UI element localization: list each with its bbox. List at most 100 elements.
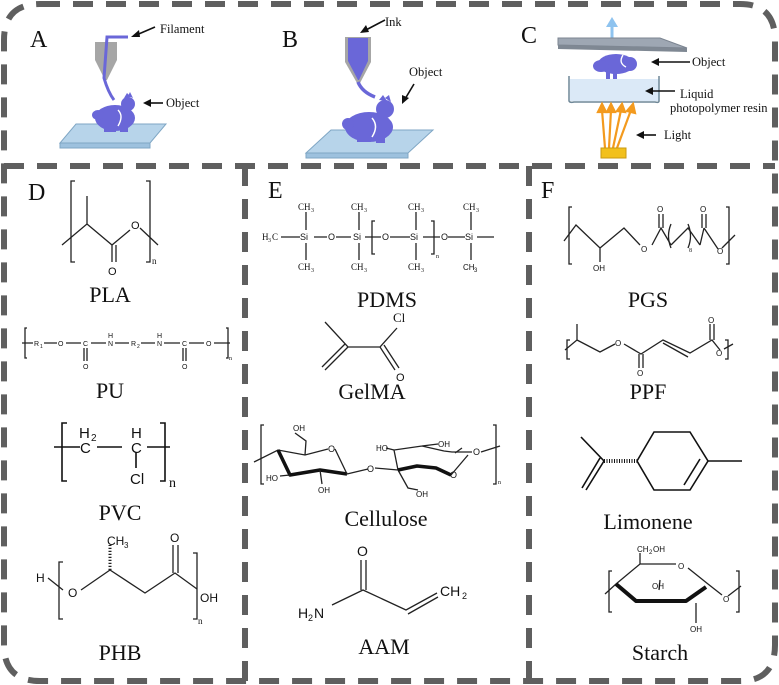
svg-text:O: O [717,247,723,256]
material-name-cellulose: Cellulose [344,506,427,531]
svg-text:3: 3 [476,208,479,214]
svg-text:CH: CH [351,202,364,212]
svg-text:CH: CH [440,583,460,599]
structure-cellulose: OH O HO OH O HO OH O O OH n [253,424,501,499]
bunny-haunch-highlight [371,117,377,138]
svg-text:O: O [328,444,335,454]
bunny-object-icon [92,92,135,132]
build-plate-edge [59,142,151,149]
material-name-gelma-visible: GelMA [338,379,405,404]
object-arrowhead-c [651,58,659,66]
svg-text:HO: HO [266,474,278,483]
object-arrowhead-b [402,95,409,104]
svg-text:O: O [58,341,64,348]
svg-text:OH: OH [438,440,450,449]
svg-text:O: O [170,531,179,545]
material-name-limonene: Limonene [603,509,692,534]
svg-text:n: n [229,356,232,362]
svg-text:OH: OH [653,545,665,554]
svg-text:N: N [108,341,113,348]
svg-text:Si: Si [410,232,418,242]
ink-fill [348,38,368,80]
svg-text:OH: OH [416,490,428,499]
ink-label: Ink [385,15,402,29]
object-label-c: Object [692,55,726,69]
svg-text:CH: CH [298,262,311,272]
structure-pvc: H 2 C H C Cl n [54,422,176,491]
panel-f: F O O O O OH 8 PGS O O O O PPF [541,178,742,665]
svg-text:C: C [182,341,187,348]
material-name-ppf: PPF [630,379,667,404]
panel-letter-f: F [541,178,554,204]
structure-phb: H O CH 3 O OH n [36,531,218,626]
object-arrow-b [404,83,415,100]
filament-label: Filament [160,22,205,36]
svg-text:O: O [83,364,89,371]
svg-text:OH: OH [318,486,330,495]
svg-text:O: O [396,372,405,384]
material-name-pdms: PDMS [357,287,417,312]
svg-text:H: H [108,333,113,340]
resin-vat [568,76,660,104]
structure-aam: O H 2 N CH 2 [298,543,467,623]
panel-letter-b: B [282,27,298,53]
svg-text:Cl: Cl [393,310,406,325]
svg-text:H: H [262,232,269,242]
svg-text:2: 2 [91,433,97,444]
svg-text:O: O [441,232,448,242]
svg-text:HO: HO [376,444,388,453]
light-arrowhead [636,131,644,139]
svg-text:n: n [152,256,157,266]
svg-text:O: O [678,562,684,571]
svg-text:2: 2 [462,591,467,601]
ink-arrowhead [360,25,369,33]
structure-pu: R 1 O C O H N R 2 H N C O O n [22,327,232,371]
svg-text:O: O [637,369,643,378]
svg-text:CH: CH [298,202,311,212]
svg-text:3: 3 [311,208,314,214]
material-name-pgs: PGS [628,287,668,312]
panel-letter-a: A [30,27,48,53]
build-plate-edge [305,152,409,159]
svg-text:O: O [708,316,714,325]
panel-c: C Obj [521,17,768,159]
filament [102,35,128,101]
svg-text:n: n [169,476,176,491]
svg-text:O: O [657,205,663,214]
structure-starch: CH 2 OH O O OH OH [604,545,742,634]
svg-text:H: H [79,425,90,442]
svg-text:Si: Si [353,232,361,242]
svg-text:OH: OH [293,424,305,433]
build-platform-edge [558,45,687,52]
material-name-starch: Starch [632,640,688,665]
ink-strand [356,81,376,99]
svg-text:O: O [641,245,647,254]
svg-text:OH: OH [690,625,702,634]
svg-text:O: O [182,364,188,371]
svg-text:CH: CH [637,545,649,554]
svg-text:N: N [157,341,162,348]
material-name-pvc: PVC [99,500,142,525]
object-label-b: Object [409,65,443,79]
svg-text:O: O [716,349,722,358]
svg-text:CH: CH [408,262,421,272]
svg-text:OH: OH [200,591,218,605]
bunny-object-icon [593,54,637,81]
svg-text:C: C [272,232,278,242]
svg-text:3: 3 [474,268,478,274]
svg-text:3: 3 [268,238,271,244]
svg-text:O: O [357,543,368,559]
svg-text:O: O [700,205,706,214]
svg-text:2: 2 [137,344,140,350]
structure-gelma: Cl O [321,310,406,384]
material-name-pla: PLA [89,282,131,307]
svg-text:3: 3 [421,208,424,214]
svg-text:n: n [436,254,439,260]
svg-text:O: O [473,447,480,457]
bunny-haunch-highlight [620,54,627,68]
svg-text:O: O [382,232,389,242]
